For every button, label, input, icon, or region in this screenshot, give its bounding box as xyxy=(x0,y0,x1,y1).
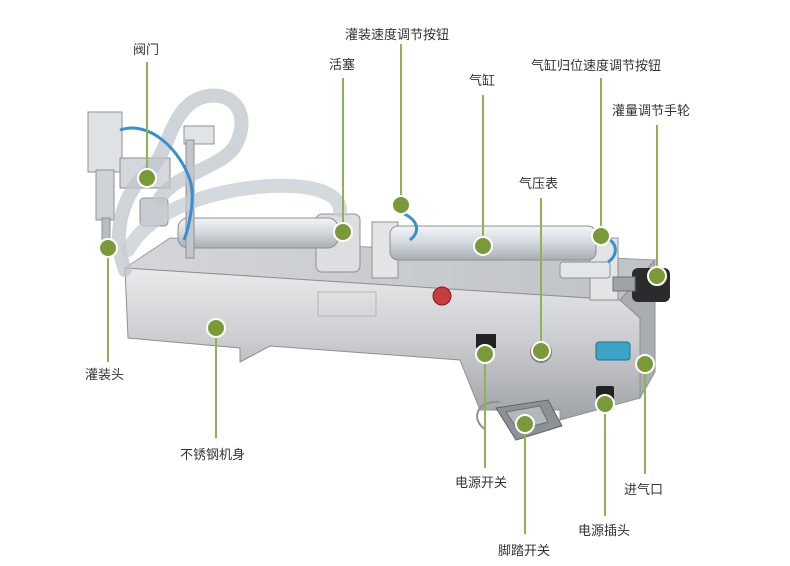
callout-dot-icon xyxy=(475,344,495,364)
label-piston: 活塞 xyxy=(329,58,356,73)
callout-dot-icon xyxy=(647,266,667,286)
callout-dot-icon xyxy=(391,195,411,215)
label-power-switch: 电源开关 xyxy=(455,476,508,491)
hose-shape xyxy=(112,88,617,277)
callout-dot-icon xyxy=(531,341,551,361)
label-cylinder: 气缸 xyxy=(469,74,496,89)
label-volume-handwheel: 灌量调节手轮 xyxy=(612,104,691,119)
label-pressure-gauge: 气压表 xyxy=(519,177,559,192)
label-steel-body: 不锈钢机身 xyxy=(180,448,246,463)
callout-dot-icon xyxy=(98,238,118,258)
callout-dot-icon xyxy=(333,222,353,242)
leader-lines xyxy=(107,44,658,534)
label-fill-speed-knob: 灌装速度调节按钮 xyxy=(345,28,450,43)
label-power-socket: 电源插头 xyxy=(578,524,631,539)
callout-dot-icon xyxy=(515,414,535,434)
callout-dots xyxy=(98,168,667,434)
callout-dot-icon xyxy=(206,318,226,338)
callout-dot-icon xyxy=(473,236,493,256)
label-filling-head: 灌装头 xyxy=(85,368,125,383)
callout-dot-icon xyxy=(595,394,615,414)
callout-dot-icon xyxy=(635,354,655,374)
callout-dot-icon xyxy=(591,226,611,246)
callout-dot-icon xyxy=(137,168,157,188)
label-foot-switch: 脚踏开关 xyxy=(498,544,551,559)
label-valve: 阀门 xyxy=(133,43,160,58)
label-return-speed-knob: 气缸归位速度调节按钮 xyxy=(531,59,662,74)
label-air-inlet: 进气口 xyxy=(624,483,664,498)
